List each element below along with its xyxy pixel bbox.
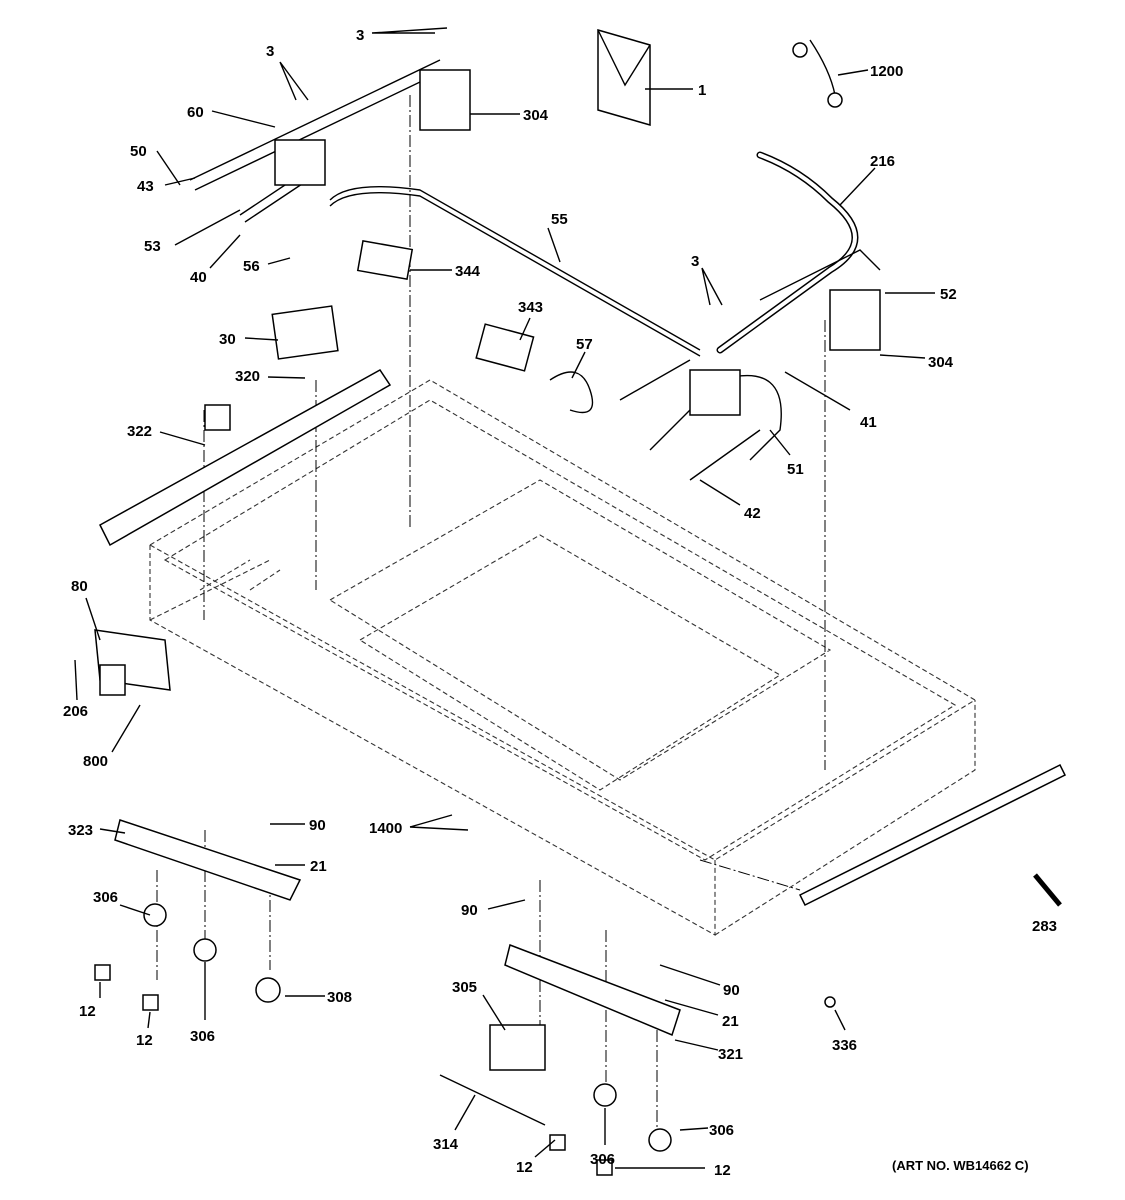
- callout-label: 21: [310, 858, 327, 875]
- callout-label: 336: [832, 1037, 857, 1054]
- callout-label: 323: [68, 822, 93, 839]
- valve-assembly-right: [689, 369, 741, 416]
- callout-label: 21: [722, 1013, 739, 1030]
- part-343: [475, 323, 535, 372]
- callout-label: 304: [928, 354, 954, 371]
- manifold-323: [114, 819, 302, 901]
- rail: [798, 763, 1067, 907]
- callout-label: 90: [461, 902, 478, 919]
- part-336: [824, 996, 836, 1008]
- callout-label: 51: [787, 461, 804, 478]
- callout-label: 30: [219, 331, 236, 348]
- manual-1: [597, 29, 651, 126]
- part-12: [549, 1134, 566, 1151]
- part-12: [142, 994, 159, 1011]
- leader-lines: [74, 27, 935, 1169]
- callout-label: 60: [187, 104, 204, 121]
- callout-label: 57: [576, 336, 593, 353]
- callout-label: 42: [744, 505, 761, 522]
- part-1200: [792, 42, 808, 58]
- callout-label: 306: [709, 1122, 734, 1139]
- part-344: [356, 240, 414, 280]
- callout-label: 306: [590, 1151, 615, 1168]
- callout-label: 1200: [870, 63, 903, 80]
- callout-label: 3: [266, 43, 274, 60]
- callout-label: 343: [518, 299, 543, 316]
- bracket-304-lower: [829, 289, 881, 351]
- callout-label: 1: [698, 82, 706, 99]
- callout-label: 53: [144, 238, 161, 255]
- callout-label: 1400: [369, 820, 402, 837]
- callout-label: 206: [63, 703, 88, 720]
- callout-label: 43: [137, 178, 154, 195]
- callout-label: 50: [130, 143, 147, 160]
- callout-label: 3: [691, 253, 699, 270]
- callout-label: 216: [870, 153, 895, 170]
- callout-label: 320: [235, 368, 260, 385]
- bracket-322: [99, 369, 392, 547]
- callout-label: 12: [714, 1162, 731, 1179]
- callout-label: 56: [243, 258, 260, 275]
- callout-label: 12: [79, 1003, 96, 1020]
- manifold-321: [504, 943, 681, 1037]
- callout-label: 41: [860, 414, 877, 431]
- callout-label: 52: [940, 286, 957, 303]
- callout-label: 322: [127, 423, 152, 440]
- spark-module-30: [271, 305, 339, 360]
- callout-label: 308: [327, 989, 352, 1006]
- callout-label: 55: [551, 211, 568, 228]
- callout-label: 12: [516, 1159, 533, 1176]
- art-number: (ART NO. WB14662 C): [892, 1158, 1029, 1173]
- parts: [94, 29, 1067, 1176]
- callout-label: 306: [93, 889, 118, 906]
- callout-label: 90: [723, 982, 740, 999]
- valve-306: [143, 903, 167, 927]
- callout-label: 90: [309, 817, 326, 834]
- callout-label: 80: [71, 578, 88, 595]
- callout-label: 800: [83, 753, 108, 770]
- part-12: [94, 964, 111, 981]
- callout-label: 3: [356, 27, 364, 44]
- callout-label: 306: [190, 1028, 215, 1045]
- callout-labels: 3 3 60 50 43 53 40 56 304 1 1200 216 55 …: [63, 27, 1057, 1179]
- callout-label: 321: [718, 1046, 743, 1063]
- part-12: [596, 1159, 613, 1176]
- valve-306: [648, 1128, 672, 1152]
- chassis-frame: [148, 379, 977, 936]
- callout-label: 305: [452, 979, 477, 996]
- callout-label: 40: [190, 269, 207, 286]
- transformer: [204, 404, 231, 431]
- callout-label: 304: [523, 107, 549, 124]
- callout-label: 12: [136, 1032, 153, 1049]
- part-305: [489, 1024, 546, 1071]
- callout-label: 314: [433, 1136, 459, 1153]
- valve-308: [255, 977, 281, 1003]
- center-lines: [156, 95, 826, 1130]
- callout-label: 283: [1032, 918, 1057, 935]
- valve-306: [193, 938, 217, 962]
- valve-306: [593, 1083, 617, 1107]
- valve-assembly-left: [274, 139, 326, 186]
- bracket-304-upper: [419, 69, 471, 131]
- callout-label: 344: [455, 263, 481, 280]
